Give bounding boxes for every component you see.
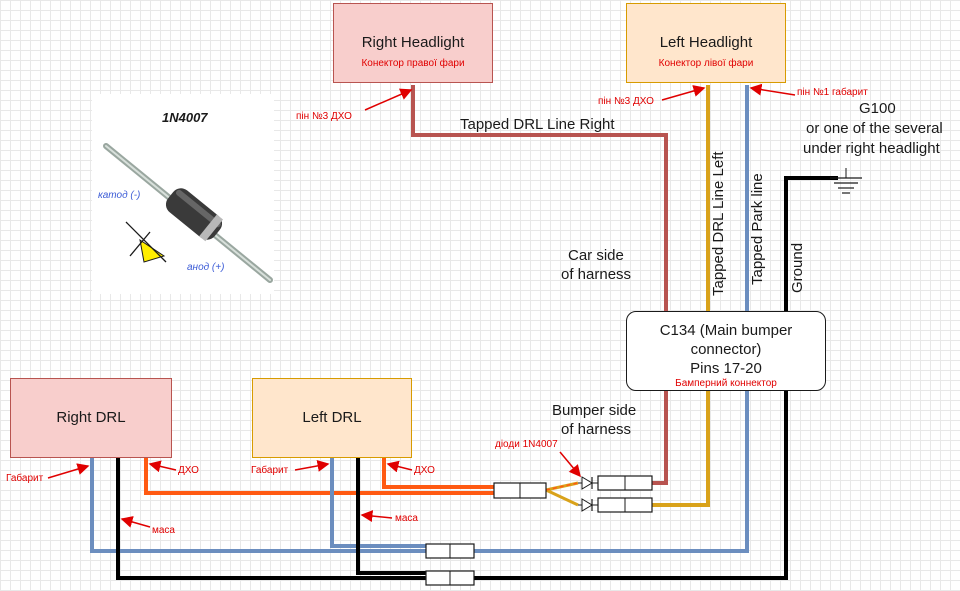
label-bumper-side: Bumper side: [552, 402, 637, 419]
annot-masa-left: маса: [395, 513, 418, 524]
annot-pin3-left: пін №3 ДХО: [598, 96, 654, 107]
annot-pin1-left: пін №1 габарит: [797, 87, 868, 98]
c134-line1: C134 (Main bumper: [659, 322, 793, 339]
label-g100-line3: under right headlight: [803, 140, 940, 157]
label-tapped-drl-left: Tapped DRL Line Left: [710, 151, 727, 296]
label-tapped-drl-right: Tapped DRL Line Right: [460, 116, 615, 133]
annot-gabaryt-right: Габарит: [6, 473, 44, 484]
annot-gabaryt-left: Габарит: [251, 465, 289, 476]
label-bumper-side-line2: of harness: [561, 421, 632, 438]
anode-label: анод (+): [187, 262, 225, 273]
left-headlight-box: Left Headlight Конектор лівої фари: [626, 3, 786, 83]
label-car-side-line2: of harness: [561, 266, 632, 283]
label-g100-line2: or one of the several: [806, 120, 943, 137]
wire-tapped-drl-left: [598, 85, 710, 507]
label-car-side: Car side: [568, 247, 624, 264]
wire-left-drl-park: [330, 458, 426, 548]
right-headlight-box: Right Headlight Конектор правої фари: [333, 3, 493, 83]
wire-tapped-park: [474, 85, 749, 553]
annot-masa-right: маса: [152, 525, 175, 536]
ground-symbol-icon: [830, 168, 862, 194]
diode-symbol-bottom: [578, 498, 598, 512]
wire-right-drl-ground: [116, 458, 426, 580]
wire-left-drl-ground: [356, 458, 426, 575]
wire-right-drl-dho: [144, 458, 494, 495]
right-drl-title: Right DRL: [56, 409, 126, 426]
annot-diodes: діоди 1N4007: [495, 439, 558, 450]
diode-schematic-icon: [125, 221, 167, 263]
right-drl-box: Right DRL: [10, 378, 172, 458]
annot-dho-left: ДХО: [414, 465, 435, 476]
c134-line2: connector): [690, 341, 762, 358]
annot-pin3-right: пін №3 ДХО: [296, 111, 352, 122]
diode-symbol-top: [578, 476, 598, 490]
label-tapped-park: Tapped Park line: [749, 173, 766, 285]
c134-connector-box: C134 (Main bumper connector) Pins 17-20 …: [626, 311, 826, 391]
wire-right-drl-park: [90, 458, 426, 553]
label-g100: G100: [859, 100, 896, 117]
left-drl-title: Left DRL: [302, 409, 362, 426]
left-drl-box: Left DRL: [252, 378, 412, 458]
left-headlight-sub: Конектор лівої фари: [658, 58, 754, 69]
wire-left-drl-dho: [382, 458, 494, 489]
c134-sub: Бамперний коннектор: [675, 378, 777, 389]
label-ground: Ground: [789, 242, 806, 293]
left-headlight-title: Left Headlight: [659, 34, 753, 51]
cathode-label: катод (-): [98, 190, 141, 201]
c134-line3: Pins 17-20: [690, 360, 762, 377]
annot-dho-right: ДХО: [178, 465, 199, 476]
diode-illustration: 1N4007 катод (-) анод (+): [92, 94, 274, 294]
right-headlight-sub: Конектор правої фари: [361, 58, 465, 69]
diode-title: 1N4007: [162, 110, 208, 125]
right-headlight-title: Right Headlight: [361, 34, 465, 51]
